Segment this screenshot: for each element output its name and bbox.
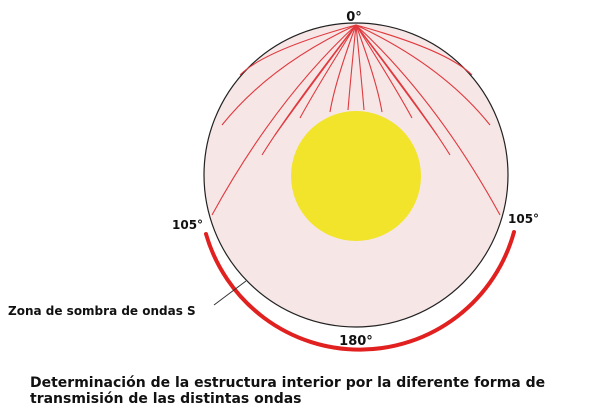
shadow-zone-pointer — [213, 280, 247, 306]
wave-ray — [211, 24, 357, 216]
angle-label-bottom: 180° — [339, 334, 373, 349]
wave-ray — [329, 24, 357, 113]
wave-ray — [355, 24, 491, 126]
angle-label-top: 0° — [346, 10, 362, 25]
wave-ray — [221, 24, 357, 126]
caption-line-1: Determinación de la estructura interior … — [30, 375, 546, 391]
wave-ray — [355, 24, 473, 76]
wave-ray — [355, 24, 383, 113]
angle-label-right: 105° — [508, 212, 539, 226]
wave-ray — [355, 24, 451, 156]
wave-ray — [355, 24, 365, 111]
wave-ray — [299, 24, 357, 119]
shadow-zone-label: Zona de sombra de ondas S — [8, 304, 196, 318]
earth-core — [291, 111, 421, 241]
caption-line-2: transmisión de las distintas ondas — [30, 391, 302, 407]
wave-ray — [355, 24, 413, 119]
shadow-zone-arc — [204, 230, 516, 352]
seismic-wave-rays — [211, 24, 501, 216]
figure-caption: Determinación de la estructura interior … — [30, 375, 590, 407]
wave-ray — [239, 24, 357, 76]
wave-ray — [347, 24, 357, 111]
wave-ray — [274, 24, 357, 136]
wave-ray — [355, 24, 501, 216]
angle-label-left: 105° — [172, 218, 203, 232]
